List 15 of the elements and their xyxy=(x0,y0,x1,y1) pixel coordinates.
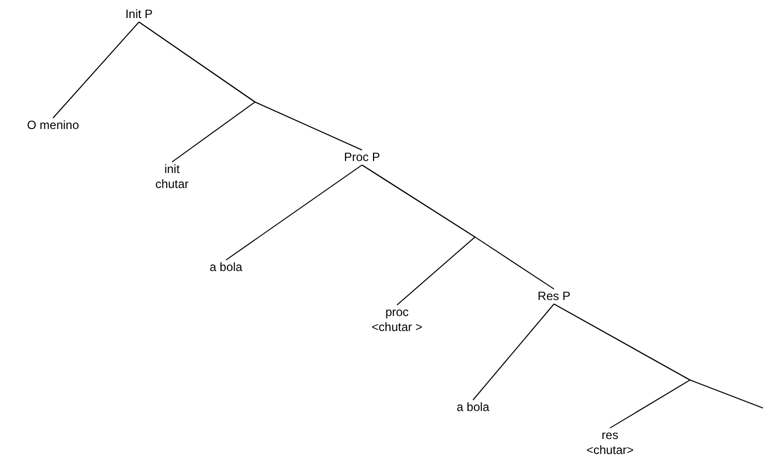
tree-node-label: a bola xyxy=(204,260,248,275)
tree-node-label: Res P xyxy=(532,289,576,304)
tree-node-label: res <chutar> xyxy=(582,428,638,458)
tree-node-label: O menino xyxy=(21,118,85,133)
tree-branch-line xyxy=(554,304,763,408)
tree-node-label: init chutar xyxy=(150,162,194,192)
tree-branch-line xyxy=(472,304,554,400)
tree-branch-line xyxy=(362,164,554,290)
tree-branch-line xyxy=(52,22,140,118)
tree-branch-line xyxy=(138,22,362,150)
tree-node-label: a bola xyxy=(451,400,495,415)
tree-branch-line xyxy=(226,164,362,260)
tree-node-label: Proc P xyxy=(340,150,384,165)
tree-node-label: Init P xyxy=(117,7,161,22)
tree-node-label: proc <chutar > xyxy=(367,305,427,335)
